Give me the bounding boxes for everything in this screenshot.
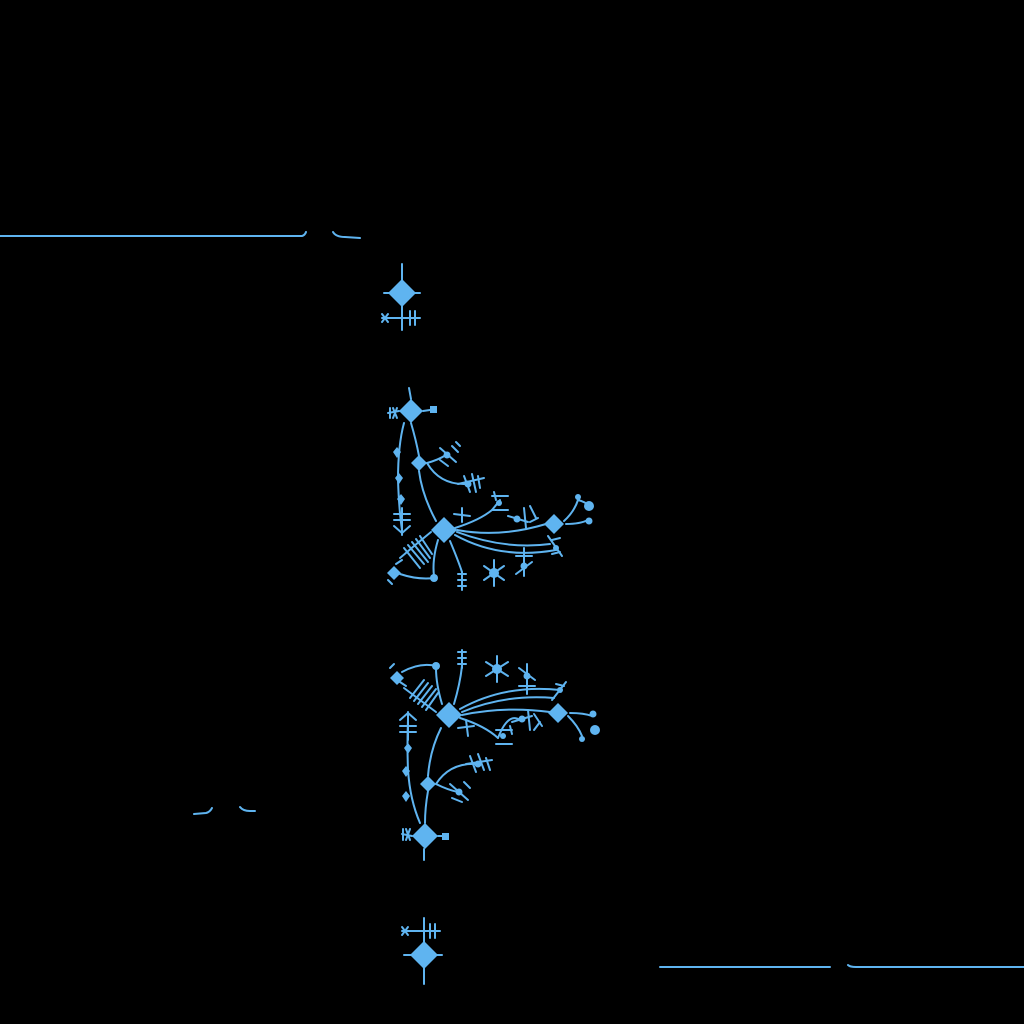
bottom-branching-tree <box>389 649 600 861</box>
small-dash-marks <box>193 806 256 815</box>
tree-node-diamond <box>399 399 423 423</box>
bottom-horizontal-line <box>659 964 1024 968</box>
top-horizontal-line <box>0 231 361 239</box>
tree-node-diamond <box>412 823 438 849</box>
tree-node-square <box>544 514 564 534</box>
tree-node-diamond <box>411 455 427 471</box>
tree-hub-diamond <box>436 702 462 728</box>
top-diamond-cross-icon <box>381 263 421 331</box>
top-branching-tree <box>387 387 594 591</box>
tree-hub-diamond <box>431 517 457 543</box>
tree-node-diamond <box>420 776 436 792</box>
tree-node-square <box>548 703 568 723</box>
tree-node-square <box>442 833 449 840</box>
tree-node-square <box>430 406 437 413</box>
bottom-diamond-cross-icon <box>401 917 443 985</box>
